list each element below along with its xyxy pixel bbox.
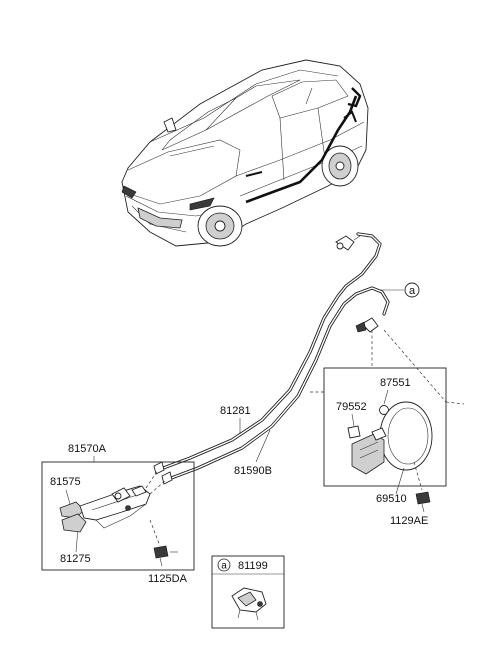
- label-1129AE: 1129AE: [390, 515, 428, 527]
- ref-a-callout: a: [380, 282, 420, 298]
- label-81570A: 81570A: [68, 443, 107, 455]
- ref-a-box-label: a: [221, 561, 227, 572]
- bolt-1125DA: 1125DA: [148, 519, 188, 585]
- label-81199: 81199: [238, 560, 268, 572]
- ref-81199-group: a 81199: [211, 555, 285, 629]
- label-81275: 81275: [60, 553, 91, 565]
- fuel-door-box: [323, 367, 447, 487]
- trunk-lever: [61, 513, 87, 533]
- lever-assembly-group: 81570A 81575 81275: [41, 443, 195, 571]
- fuel-door-housing: [351, 433, 385, 475]
- label-87551: 87551: [380, 377, 411, 389]
- car-illustration: [121, 59, 369, 247]
- label-69510: 69510: [376, 493, 407, 505]
- label-1125DA: 1125DA: [148, 573, 188, 585]
- fuel-door-lever: [59, 501, 85, 519]
- ref-81199-box: [211, 555, 285, 629]
- label-81281: 81281: [220, 405, 251, 417]
- fuel-door-group: 87551 79552 69510: [310, 329, 465, 505]
- lever-assembly-box: [41, 461, 195, 571]
- screw-1129AE: 1129AE: [390, 461, 431, 527]
- bumper-87551: [379, 405, 389, 415]
- bumper-79552: [347, 425, 361, 439]
- cable-labels: 81281 81590B: [220, 405, 272, 477]
- label-81575: 81575: [50, 476, 81, 488]
- label-81590B: 81590B: [234, 465, 272, 477]
- label-79552: 79552: [336, 401, 367, 413]
- ref-a-label: a: [409, 285, 416, 297]
- release-cable: [153, 232, 390, 485]
